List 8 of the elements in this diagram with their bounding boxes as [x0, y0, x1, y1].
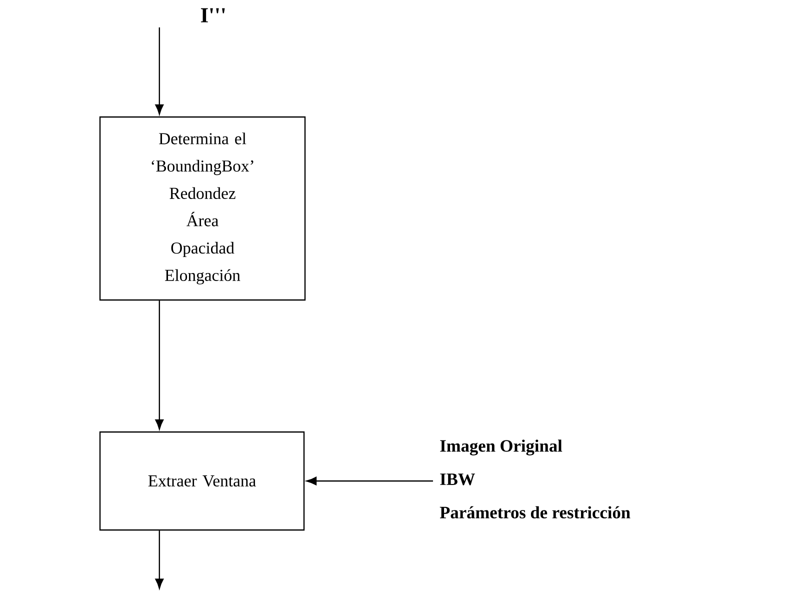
process-box: Determina el ‘BoundingBox’ Redondez Área Opacidad Elongación	[99, 116, 306, 301]
arrow	[155, 530, 164, 589]
arrow	[155, 27, 164, 115]
arrow	[306, 476, 433, 486]
input-list: Imagen Original IBW Parámetros de restricción	[440, 440, 630, 518]
process-box: Extraer Ventana	[99, 431, 305, 531]
input-label: I'''	[200, 8, 225, 22]
arrow	[155, 300, 164, 430]
